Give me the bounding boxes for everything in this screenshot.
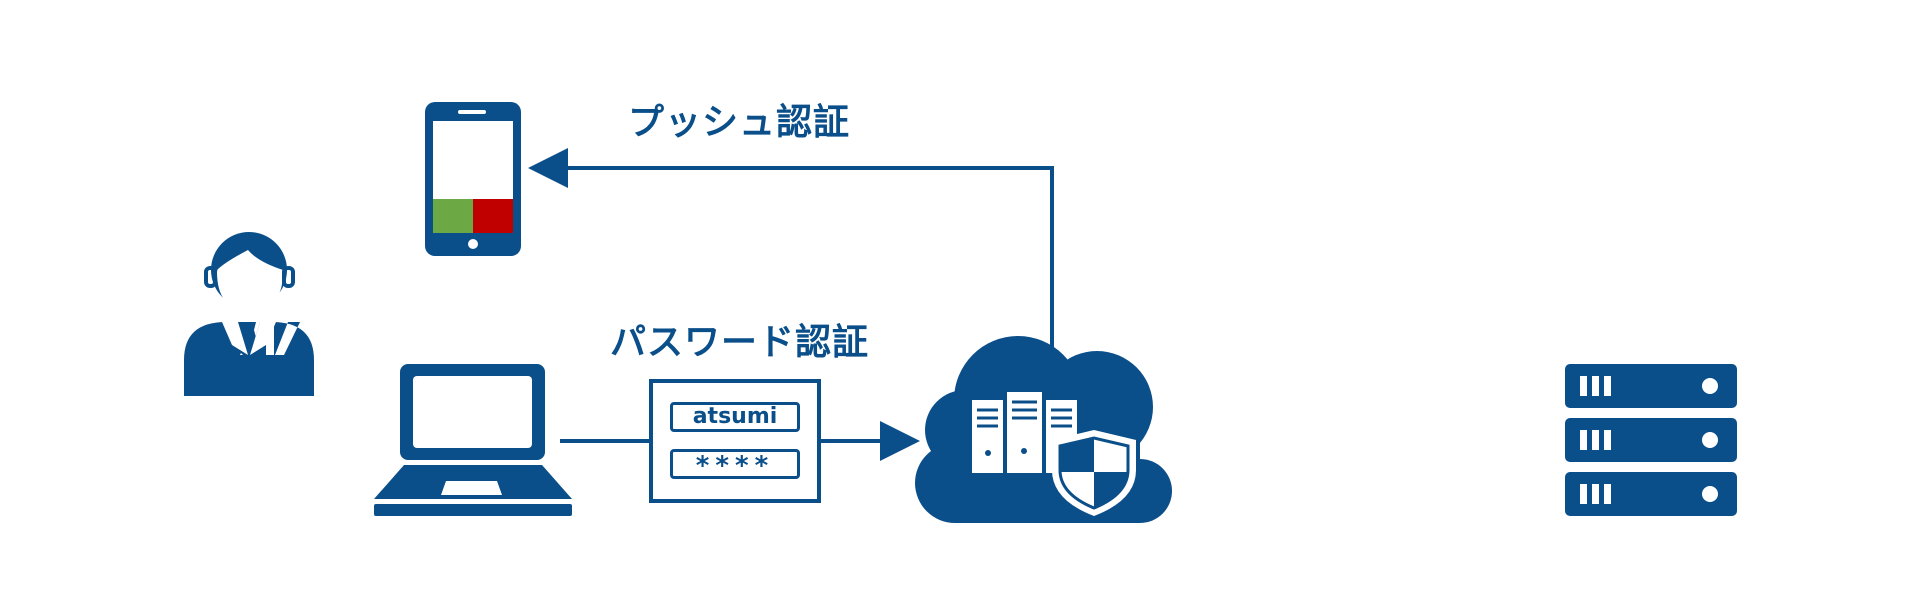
push-auth-label: プッシュ認証: [628, 102, 851, 143]
cloud-server-icon: [915, 336, 1172, 523]
laptop-icon: [374, 364, 572, 516]
password-field[interactable]: ****: [670, 449, 800, 480]
businessman-icon: [184, 232, 314, 396]
server-rack-icon: [1565, 364, 1737, 516]
server-unit: [1565, 472, 1737, 516]
approve-button[interactable]: [433, 199, 473, 233]
login-form-box: [649, 379, 821, 503]
smartphone-icon: [425, 102, 521, 256]
deny-button[interactable]: [473, 199, 513, 233]
password-auth-label: パスワード認証: [610, 322, 870, 363]
server-unit: [1565, 418, 1737, 462]
push-arrow: [528, 148, 1054, 348]
server-unit: [1565, 364, 1737, 408]
username-field[interactable]: atsumi: [670, 402, 800, 432]
shield-icon: [1052, 430, 1136, 516]
